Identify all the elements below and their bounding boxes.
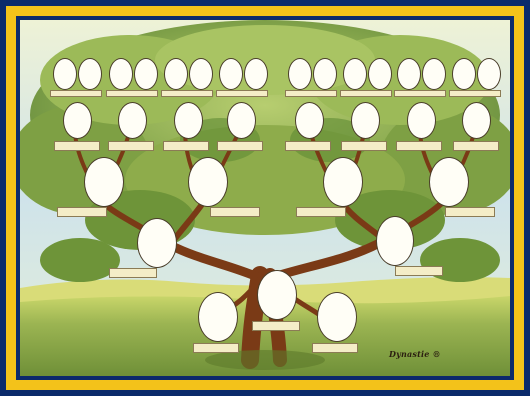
portrait-oval[interactable] [477, 58, 501, 90]
portrait-oval[interactable] [84, 157, 124, 207]
name-plate[interactable] [108, 141, 154, 151]
portrait-oval[interactable] [295, 102, 324, 139]
portrait-oval[interactable] [53, 58, 77, 90]
name-plate[interactable] [395, 266, 443, 276]
portrait-oval[interactable] [376, 216, 414, 266]
name-plate[interactable] [217, 141, 263, 151]
name-plate[interactable] [50, 90, 102, 97]
portrait-oval[interactable] [134, 58, 158, 90]
name-plate[interactable] [163, 141, 209, 151]
portrait-oval[interactable] [317, 292, 357, 342]
portrait-oval[interactable] [164, 58, 188, 90]
portrait-oval[interactable] [109, 58, 133, 90]
name-plate[interactable] [340, 90, 392, 97]
portrait-oval[interactable] [351, 102, 380, 139]
portrait-oval[interactable] [323, 157, 363, 207]
root-shadow [205, 350, 325, 370]
portrait-oval[interactable] [118, 102, 147, 139]
portrait-oval[interactable] [462, 102, 491, 139]
family-tree-canvas: Dynastie ® [20, 20, 510, 376]
name-plate[interactable] [193, 343, 239, 353]
name-plate[interactable] [216, 90, 268, 97]
portrait-oval[interactable] [198, 292, 238, 342]
portrait-oval[interactable] [189, 58, 213, 90]
portrait-oval[interactable] [78, 58, 102, 90]
name-plate[interactable] [57, 207, 107, 217]
portrait-oval[interactable] [288, 58, 312, 90]
portrait-oval[interactable] [397, 58, 421, 90]
portrait-oval[interactable] [174, 102, 203, 139]
name-plate[interactable] [296, 207, 346, 217]
name-plate[interactable] [285, 141, 331, 151]
name-plate[interactable] [252, 321, 300, 331]
portrait-oval[interactable] [257, 270, 297, 320]
name-plate[interactable] [453, 141, 499, 151]
portrait-oval[interactable] [313, 58, 337, 90]
portrait-oval[interactable] [188, 157, 228, 207]
name-plate[interactable] [285, 90, 337, 97]
portrait-oval[interactable] [137, 218, 177, 268]
name-plate[interactable] [341, 141, 387, 151]
portrait-oval[interactable] [429, 157, 469, 207]
portrait-oval[interactable] [368, 58, 392, 90]
portrait-oval[interactable] [343, 58, 367, 90]
portrait-oval[interactable] [452, 58, 476, 90]
portrait-oval[interactable] [227, 102, 256, 139]
name-plate[interactable] [445, 207, 495, 217]
name-plate[interactable] [210, 207, 260, 217]
name-plate[interactable] [161, 90, 213, 97]
portrait-oval[interactable] [244, 58, 268, 90]
name-plate[interactable] [312, 343, 358, 353]
brand-signature: Dynastie ® [389, 349, 441, 359]
portrait-oval[interactable] [63, 102, 92, 139]
name-plate[interactable] [396, 141, 442, 151]
name-plate[interactable] [109, 268, 157, 278]
portrait-oval[interactable] [407, 102, 436, 139]
name-plate[interactable] [106, 90, 158, 97]
portrait-oval[interactable] [219, 58, 243, 90]
name-plate[interactable] [449, 90, 501, 97]
name-plate[interactable] [394, 90, 446, 97]
name-plate[interactable] [54, 141, 100, 151]
portrait-oval[interactable] [422, 58, 446, 90]
